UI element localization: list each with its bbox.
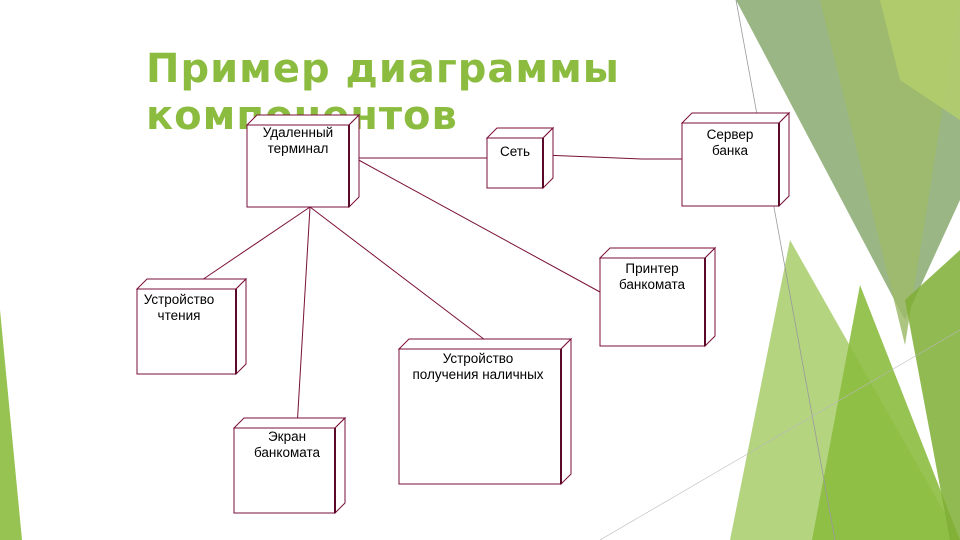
node-top-face <box>600 248 715 258</box>
node-label-line: банкомата <box>619 277 685 292</box>
node-side-face <box>705 248 715 346</box>
connector-remote-terminal-to-card-reader <box>199 207 310 282</box>
node-top-face <box>137 279 246 289</box>
node-side-face <box>335 418 345 513</box>
node-label-line: чтения <box>158 308 201 323</box>
node-top-face <box>487 128 553 138</box>
connector-network-to-bank-server <box>543 155 682 159</box>
node-label-line: Сервер <box>707 127 754 142</box>
connector-remote-terminal-to-cash-dispenser <box>310 207 489 343</box>
node-side-face <box>779 113 789 206</box>
node-label-line: Устройство <box>443 351 514 366</box>
node-label-line: банкомата <box>254 445 320 460</box>
node-label: Сеть <box>500 144 530 159</box>
node-side-face <box>236 279 246 374</box>
node-side-face <box>349 115 359 207</box>
node-label-line: получения наличных <box>412 367 543 382</box>
node-label-line: банка <box>712 143 749 158</box>
node-top-face <box>682 113 789 123</box>
node-top-face <box>247 115 359 125</box>
node-top-face <box>399 339 571 349</box>
node-label-line: Принтер <box>625 261 678 276</box>
node-label-line: Экран <box>268 429 306 444</box>
node-label-line: Устройство <box>144 292 215 307</box>
connector-remote-terminal-to-atm-printer <box>355 158 600 292</box>
node-network: Сеть <box>487 128 553 188</box>
node-side-face <box>543 128 553 188</box>
node-side-face <box>561 339 571 484</box>
node-label-line: терминал <box>268 141 329 156</box>
connector-remote-terminal-to-atm-screen <box>297 207 310 428</box>
node-top-face <box>234 418 345 428</box>
node-label-line: Сеть <box>500 144 530 159</box>
node-label-line: Удаленный <box>263 125 333 140</box>
